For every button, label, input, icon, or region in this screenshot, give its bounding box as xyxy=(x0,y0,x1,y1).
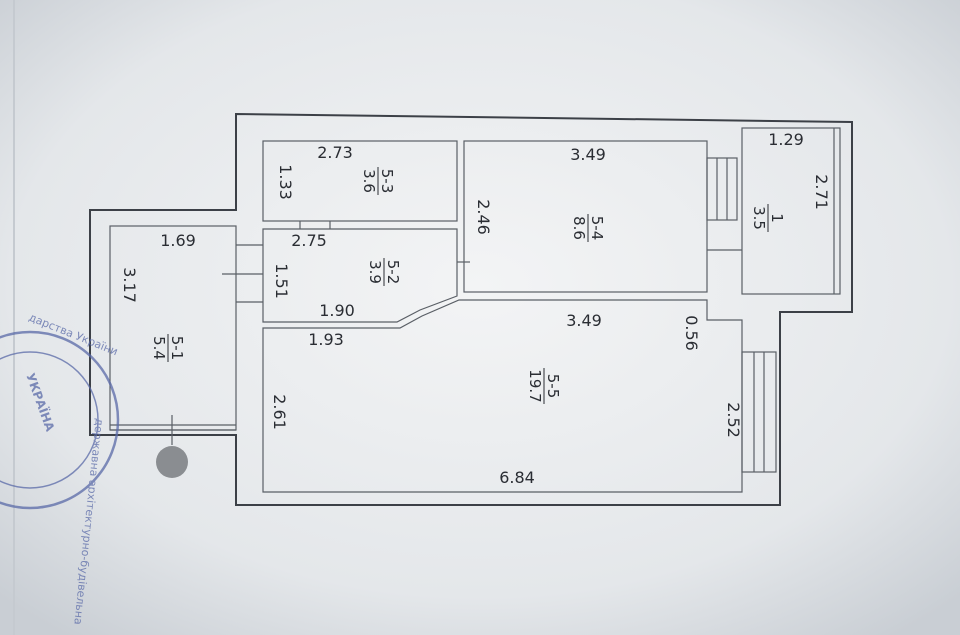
room-5-3-number: 5-3 xyxy=(378,169,396,194)
room-5-5-number: 5-5 xyxy=(544,374,562,399)
dim-5-5-width: 6.84 xyxy=(499,468,535,487)
dim-5-5-top: 3.49 xyxy=(566,311,602,330)
dim-5-1-width: 1.69 xyxy=(160,231,196,250)
outer-wall xyxy=(89,112,853,506)
window-5-5 xyxy=(741,351,777,473)
dim-5-4-height: 2.46 xyxy=(474,199,493,235)
dim-5-2-height: 1.51 xyxy=(272,263,291,299)
dim-5-5-height-left: 2.61 xyxy=(270,394,289,430)
dim-5-3-height: 1.33 xyxy=(276,164,295,200)
room-5-4-number: 5-4 xyxy=(588,216,606,241)
room-5-1-label: 5-1 5.4 xyxy=(150,334,186,362)
dim-5-2-width: 2.75 xyxy=(291,231,327,250)
dim-5-5-height-right: 2.52 xyxy=(724,402,743,438)
room-5-2-area: 3.9 xyxy=(366,260,384,284)
room-5-3-label: 5-3 3.6 xyxy=(360,167,396,195)
room-5-5-label: 5-5 19.7 xyxy=(526,368,562,404)
drain-mark xyxy=(156,446,188,478)
dim-1-height: 2.71 xyxy=(812,174,831,210)
room-1-outline xyxy=(741,127,841,295)
room-5-3-area: 3.6 xyxy=(360,169,378,193)
room-5-4-area: 8.6 xyxy=(570,216,588,240)
dim-5-5-step: 0.56 xyxy=(682,315,701,351)
room-5-1-area: 5.4 xyxy=(150,336,168,360)
room-5-2-number: 5-2 xyxy=(384,260,402,285)
dim-5-4-width: 3.49 xyxy=(570,145,606,164)
room-5-1-number: 5-1 xyxy=(168,336,186,361)
room-1-area: 3.5 xyxy=(750,206,768,230)
room-5-2-outline xyxy=(262,228,458,323)
room-5-4-label: 5-4 8.6 xyxy=(570,214,606,242)
dim-5-3-width: 2.73 xyxy=(317,143,353,162)
dim-5-1-height: 3.17 xyxy=(120,267,139,303)
room-5-5-area: 19.7 xyxy=(526,369,544,402)
dim-5-5-top-left: 1.93 xyxy=(308,330,344,349)
room-1-label: 1 3.5 xyxy=(750,204,786,232)
dim-1-width: 1.29 xyxy=(768,130,804,149)
window-5-4 xyxy=(706,157,738,221)
dim-5-2-bottom: 1.90 xyxy=(319,301,355,320)
room-5-3-outline xyxy=(262,140,458,222)
room-5-2-label: 5-2 3.9 xyxy=(366,258,402,286)
room-5-5-outline xyxy=(262,299,743,493)
room-1-number: 1 xyxy=(768,213,786,223)
